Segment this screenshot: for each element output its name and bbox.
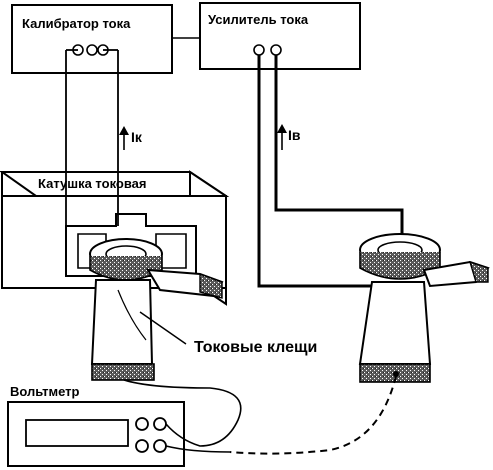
- voltmeter-display: [25, 419, 129, 447]
- voltmeter-terminal-2: [153, 417, 167, 431]
- left-current-clamp: [89, 238, 224, 381]
- amplifier-terminal-left: [253, 44, 265, 56]
- coil-label: Катушка токовая: [38, 176, 146, 191]
- voltmeter-terminal-1: [135, 417, 149, 431]
- calibrator-terminal-mid: [86, 44, 98, 56]
- current-v-label: Iв: [288, 127, 301, 143]
- calibrator-label: Калибратор тока: [22, 16, 131, 31]
- amplifier-box: Усилитель тока: [199, 2, 361, 70]
- current-v-arrow: Iв: [277, 124, 301, 150]
- voltmeter-label: Вольтметр: [10, 384, 80, 399]
- right-clamp-cable: [229, 375, 397, 455]
- voltmeter-terminal-4: [153, 439, 167, 453]
- calibrator-loop-wire: [65, 50, 119, 226]
- current-k-arrow: Iк: [119, 126, 143, 150]
- amplifier-wire-right: [274, 55, 404, 250]
- calibrator-box: Калибратор тока: [11, 4, 173, 74]
- right-current-clamp: [358, 233, 490, 383]
- current-k-label: Iк: [131, 129, 143, 145]
- voltmeter: Вольтметр: [7, 384, 185, 467]
- amplifier-terminal-right: [270, 44, 282, 56]
- clamps-pointer: [139, 311, 187, 345]
- clamps-label: Токовые клещи: [194, 339, 317, 356]
- voltmeter-terminal-3: [135, 439, 149, 453]
- amplifier-label: Усилитель тока: [208, 12, 309, 27]
- left-clamp-cable: [123, 379, 242, 447]
